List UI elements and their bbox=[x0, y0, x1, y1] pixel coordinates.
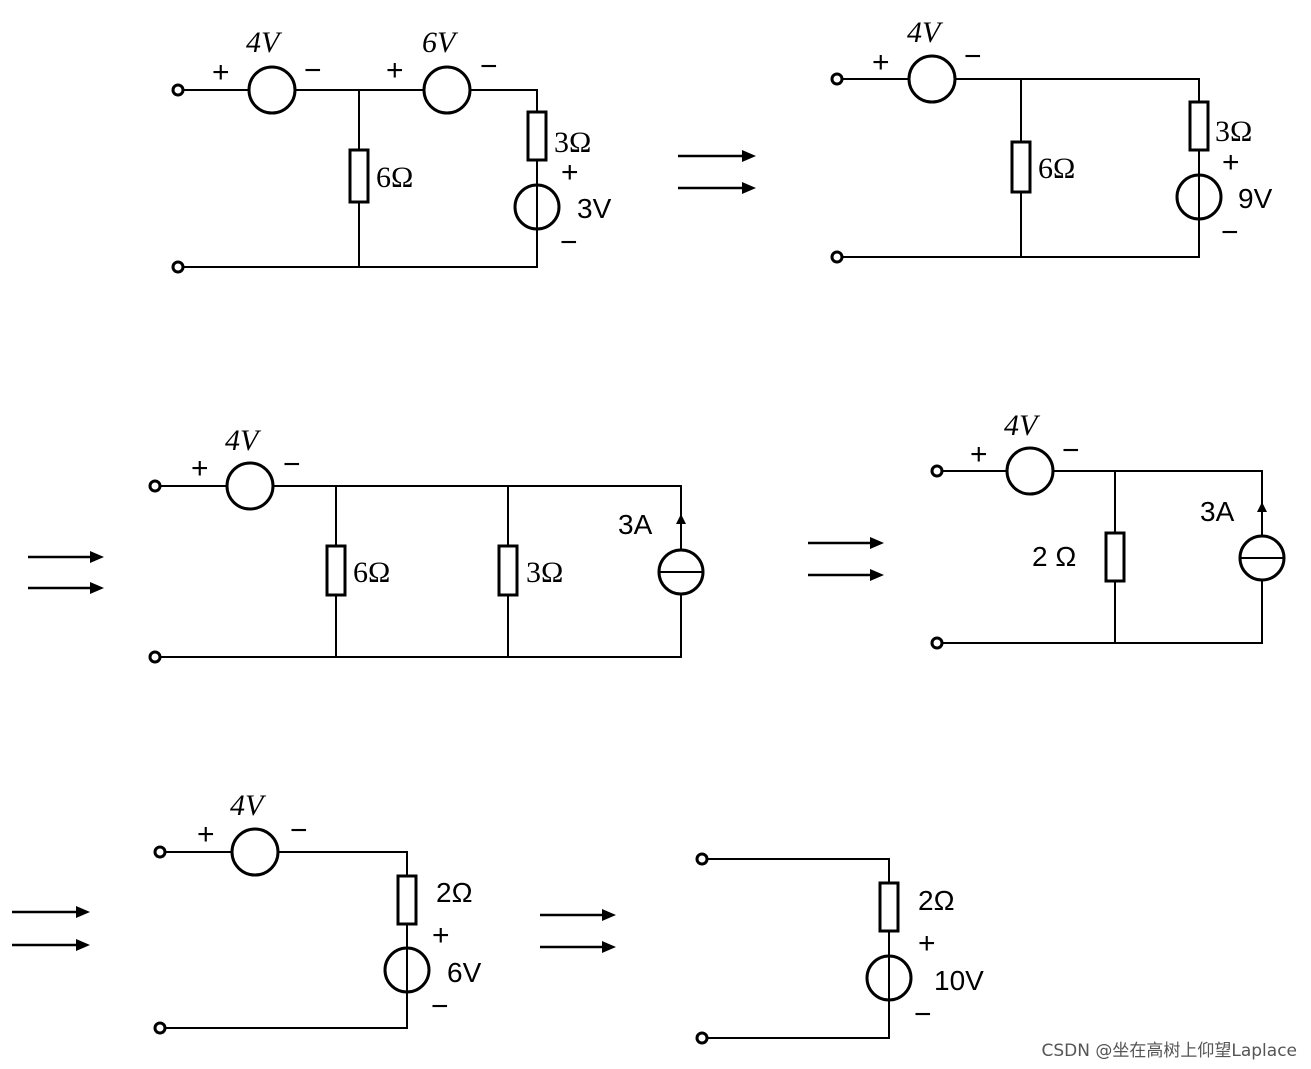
resistor-2ohm bbox=[1104, 531, 1126, 583]
voltage-source-4v bbox=[225, 461, 275, 511]
voltage-source-6v bbox=[422, 65, 472, 115]
resistor-3ohm bbox=[497, 544, 519, 597]
label-2ohm: 2Ω bbox=[436, 877, 473, 908]
sign-plus: + bbox=[386, 54, 404, 87]
terminal-top bbox=[695, 852, 709, 866]
circuit-1: 4V 6V + − + − 6Ω 3Ω + 3V − bbox=[171, 26, 612, 274]
label-6ohm: 6Ω bbox=[1038, 152, 1075, 185]
resistor-6ohm bbox=[1010, 140, 1032, 194]
sign-plus: + bbox=[432, 919, 450, 952]
sign-minus: − bbox=[304, 54, 322, 87]
label-4v: 4V bbox=[246, 26, 283, 59]
label-3ohm: 3Ω bbox=[554, 126, 591, 159]
sign-plus: + bbox=[191, 452, 209, 485]
label-10v: 10V bbox=[934, 965, 984, 996]
resistor-2ohm bbox=[878, 881, 900, 933]
sign-minus: − bbox=[431, 990, 449, 1023]
sign-minus: − bbox=[290, 814, 308, 847]
sign-minus: − bbox=[914, 998, 932, 1031]
resistor-3ohm bbox=[526, 110, 548, 162]
terminal-bottom bbox=[930, 636, 944, 650]
label-6v: 6V bbox=[422, 26, 459, 59]
equivalence-arrow bbox=[540, 909, 616, 953]
label-3ohm: 3Ω bbox=[526, 556, 563, 589]
label-6ohm: 6Ω bbox=[353, 556, 390, 589]
circuit-2: 4V + − 6Ω 3Ω + 9V − bbox=[830, 16, 1273, 264]
equivalence-arrow bbox=[678, 150, 756, 194]
voltage-source-4v bbox=[1005, 446, 1055, 496]
label-4v: 4V bbox=[225, 424, 262, 457]
label-3v: 3V bbox=[577, 193, 612, 224]
label-4v: 4V bbox=[1004, 409, 1041, 442]
terminal-top bbox=[153, 845, 167, 859]
label-2ohm: 2 Ω bbox=[1032, 541, 1076, 572]
circuit-4: 4V + − 2 Ω 3A bbox=[930, 409, 1286, 650]
label-2ohm: 2Ω bbox=[918, 885, 955, 916]
label-4v: 4V bbox=[907, 16, 944, 49]
terminal-bottom bbox=[171, 260, 185, 274]
sign-plus: + bbox=[970, 438, 988, 471]
voltage-source-4v bbox=[907, 54, 957, 104]
sign-plus: + bbox=[561, 156, 579, 189]
label-3ohm: 3Ω bbox=[1215, 115, 1252, 148]
terminal-top bbox=[930, 464, 944, 478]
equivalence-arrow bbox=[28, 551, 104, 594]
label-3a: 3A bbox=[618, 509, 653, 540]
label-6v: 6V bbox=[447, 957, 482, 988]
sign-minus: − bbox=[1221, 216, 1239, 249]
circuit-5: 4V + − 2Ω + 6V − bbox=[153, 789, 482, 1035]
sign-minus: − bbox=[480, 50, 498, 83]
equivalence-arrow bbox=[808, 537, 884, 581]
resistor-3ohm bbox=[1188, 100, 1210, 152]
watermark: CSDN @坐在高树上仰望Laplace bbox=[1041, 1041, 1298, 1061]
sign-minus: − bbox=[964, 40, 982, 73]
terminal-bottom bbox=[148, 650, 162, 664]
terminal-bottom bbox=[695, 1031, 709, 1045]
voltage-source-4v bbox=[230, 827, 280, 877]
sign-plus: + bbox=[918, 927, 936, 960]
sign-plus: + bbox=[212, 56, 230, 89]
equivalence-arrow bbox=[12, 906, 90, 951]
terminal-bottom bbox=[153, 1021, 167, 1035]
label-4v: 4V bbox=[230, 789, 267, 822]
resistor-6ohm bbox=[348, 148, 370, 204]
resistor-2ohm bbox=[396, 874, 418, 926]
sign-plus: + bbox=[872, 46, 890, 79]
terminal-top bbox=[148, 479, 162, 493]
sign-plus: + bbox=[1222, 146, 1240, 179]
terminal-top bbox=[830, 72, 844, 86]
label-6ohm: 6Ω bbox=[376, 161, 413, 194]
terminal-top bbox=[171, 83, 185, 97]
circuit-6: 2Ω + 10V − bbox=[695, 852, 984, 1045]
circuit-3: 4V + − 6Ω 3Ω 3A bbox=[148, 424, 705, 664]
resistor-6ohm bbox=[325, 544, 347, 597]
label-3a: 3A bbox=[1200, 496, 1235, 527]
terminal-bottom bbox=[830, 250, 844, 264]
sign-minus: − bbox=[1062, 434, 1080, 467]
voltage-source-4v bbox=[247, 65, 297, 115]
sign-plus: + bbox=[197, 818, 215, 851]
sign-minus: − bbox=[560, 226, 578, 259]
sign-minus: − bbox=[283, 448, 301, 481]
label-9v: 9V bbox=[1238, 183, 1273, 214]
